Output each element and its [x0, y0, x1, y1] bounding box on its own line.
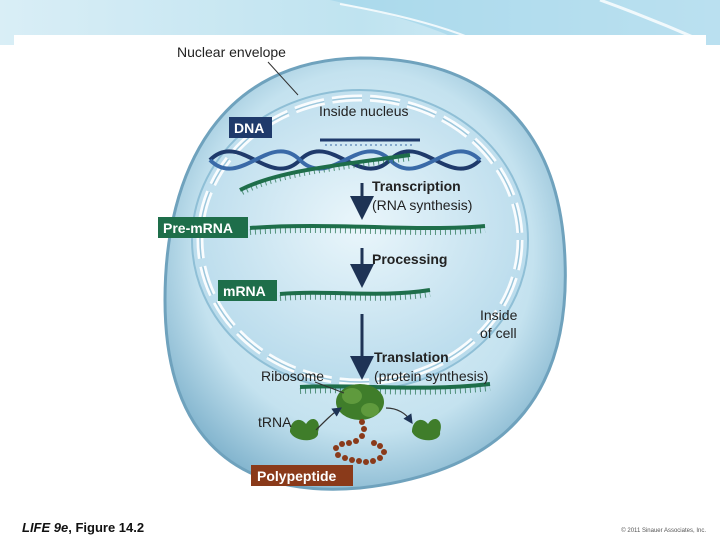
rna-synthesis-label: (RNA synthesis) [372, 197, 472, 213]
pre-mrna-strand [249, 224, 486, 230]
caption-rest: , Figure 14.2 [68, 520, 145, 535]
figure-caption: LIFE 9e, Figure 14.2 [22, 520, 144, 535]
trna-icon-left [290, 418, 319, 441]
trna-arrow-out [385, 407, 413, 424]
ribosome-icon [336, 384, 384, 420]
polypeptide-label-box [251, 465, 353, 486]
polypeptide-label: Polypeptide [257, 468, 337, 484]
caption-title: LIFE 9e [22, 520, 69, 535]
ribosome-pointer [314, 381, 345, 394]
trna-arrow-in [315, 407, 342, 431]
nuclear-envelope-label: Nuclear envelope [177, 44, 286, 60]
dna-label: DNA [234, 120, 264, 136]
pre-mrna-label-box [158, 217, 248, 238]
mrna-label: mRNA [223, 283, 266, 299]
pre-mrna-label: Pre-mRNA [163, 220, 233, 236]
processing-label: Processing [372, 251, 447, 267]
protein-synthesis-label: (protein synthesis) [374, 368, 488, 384]
ribosome-label: Ribosome [261, 368, 324, 384]
transcription-label: Transcription [372, 178, 461, 194]
trna-icon-right [412, 418, 441, 441]
polypeptide-chain [333, 419, 387, 465]
mrna-strand-nucleus [279, 288, 431, 296]
dna-helix [208, 138, 482, 171]
inside-nucleus-label: Inside nucleus [319, 103, 409, 119]
copyright-notice: © 2011 Sinauer Associates, Inc. [621, 528, 706, 534]
nuclear-envelope-pointer [267, 61, 299, 96]
dna-label-box [229, 117, 272, 138]
mrna-label-box [218, 280, 277, 301]
translation-label: Translation [374, 349, 449, 365]
trna-label: tRNA [258, 414, 292, 430]
inside-of-cell-label-1: Inside [480, 307, 518, 323]
inside-of-cell-label-2: of cell [480, 325, 517, 341]
mrna-strand-cytoplasm [299, 382, 491, 390]
